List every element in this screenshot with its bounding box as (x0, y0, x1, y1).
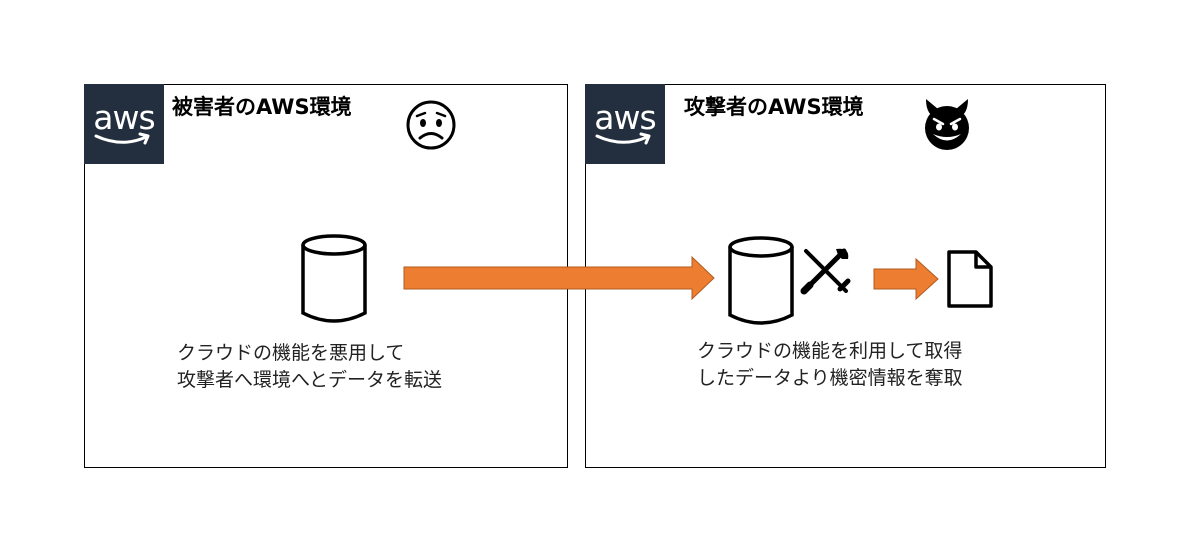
aws-logo-text: aws (594, 98, 656, 137)
attacker-panel-title: 攻撃者のAWS環境 (684, 95, 864, 119)
database-icon (301, 234, 367, 323)
data-transfer-arrow (403, 255, 715, 301)
aws-logo-text: aws (93, 98, 155, 137)
orange-arrow-small (873, 257, 939, 301)
attacker-caption-line-1: クラウドの機能を利用して取得 (697, 340, 963, 362)
victim-caption-line-1: クラウドの機能を悪用して (177, 342, 405, 364)
aws-smile-icon (595, 132, 651, 145)
database-icon (728, 236, 794, 325)
attacker-caption-line-2: したデータより機密情報を奪取 (697, 367, 963, 389)
devil-face-icon (925, 99, 969, 150)
victim-caption-line-2: 攻撃者へ環境へとデータを転送 (177, 369, 443, 391)
document-icon (947, 250, 993, 308)
aws-logo: aws (84, 84, 164, 164)
attacker-caption: クラウドの機能を利用して取得 したデータより機密情報を奪取 (697, 338, 963, 392)
victim-caption: クラウドの機能を悪用して 攻撃者へ環境へとデータを転送 (177, 340, 442, 394)
aws-smile-icon (94, 132, 150, 145)
tools-icon (800, 248, 851, 295)
worried-face-icon (406, 100, 456, 150)
victim-panel-title: 被害者のAWS環境 (172, 95, 352, 119)
aws-logo: aws (585, 84, 665, 164)
